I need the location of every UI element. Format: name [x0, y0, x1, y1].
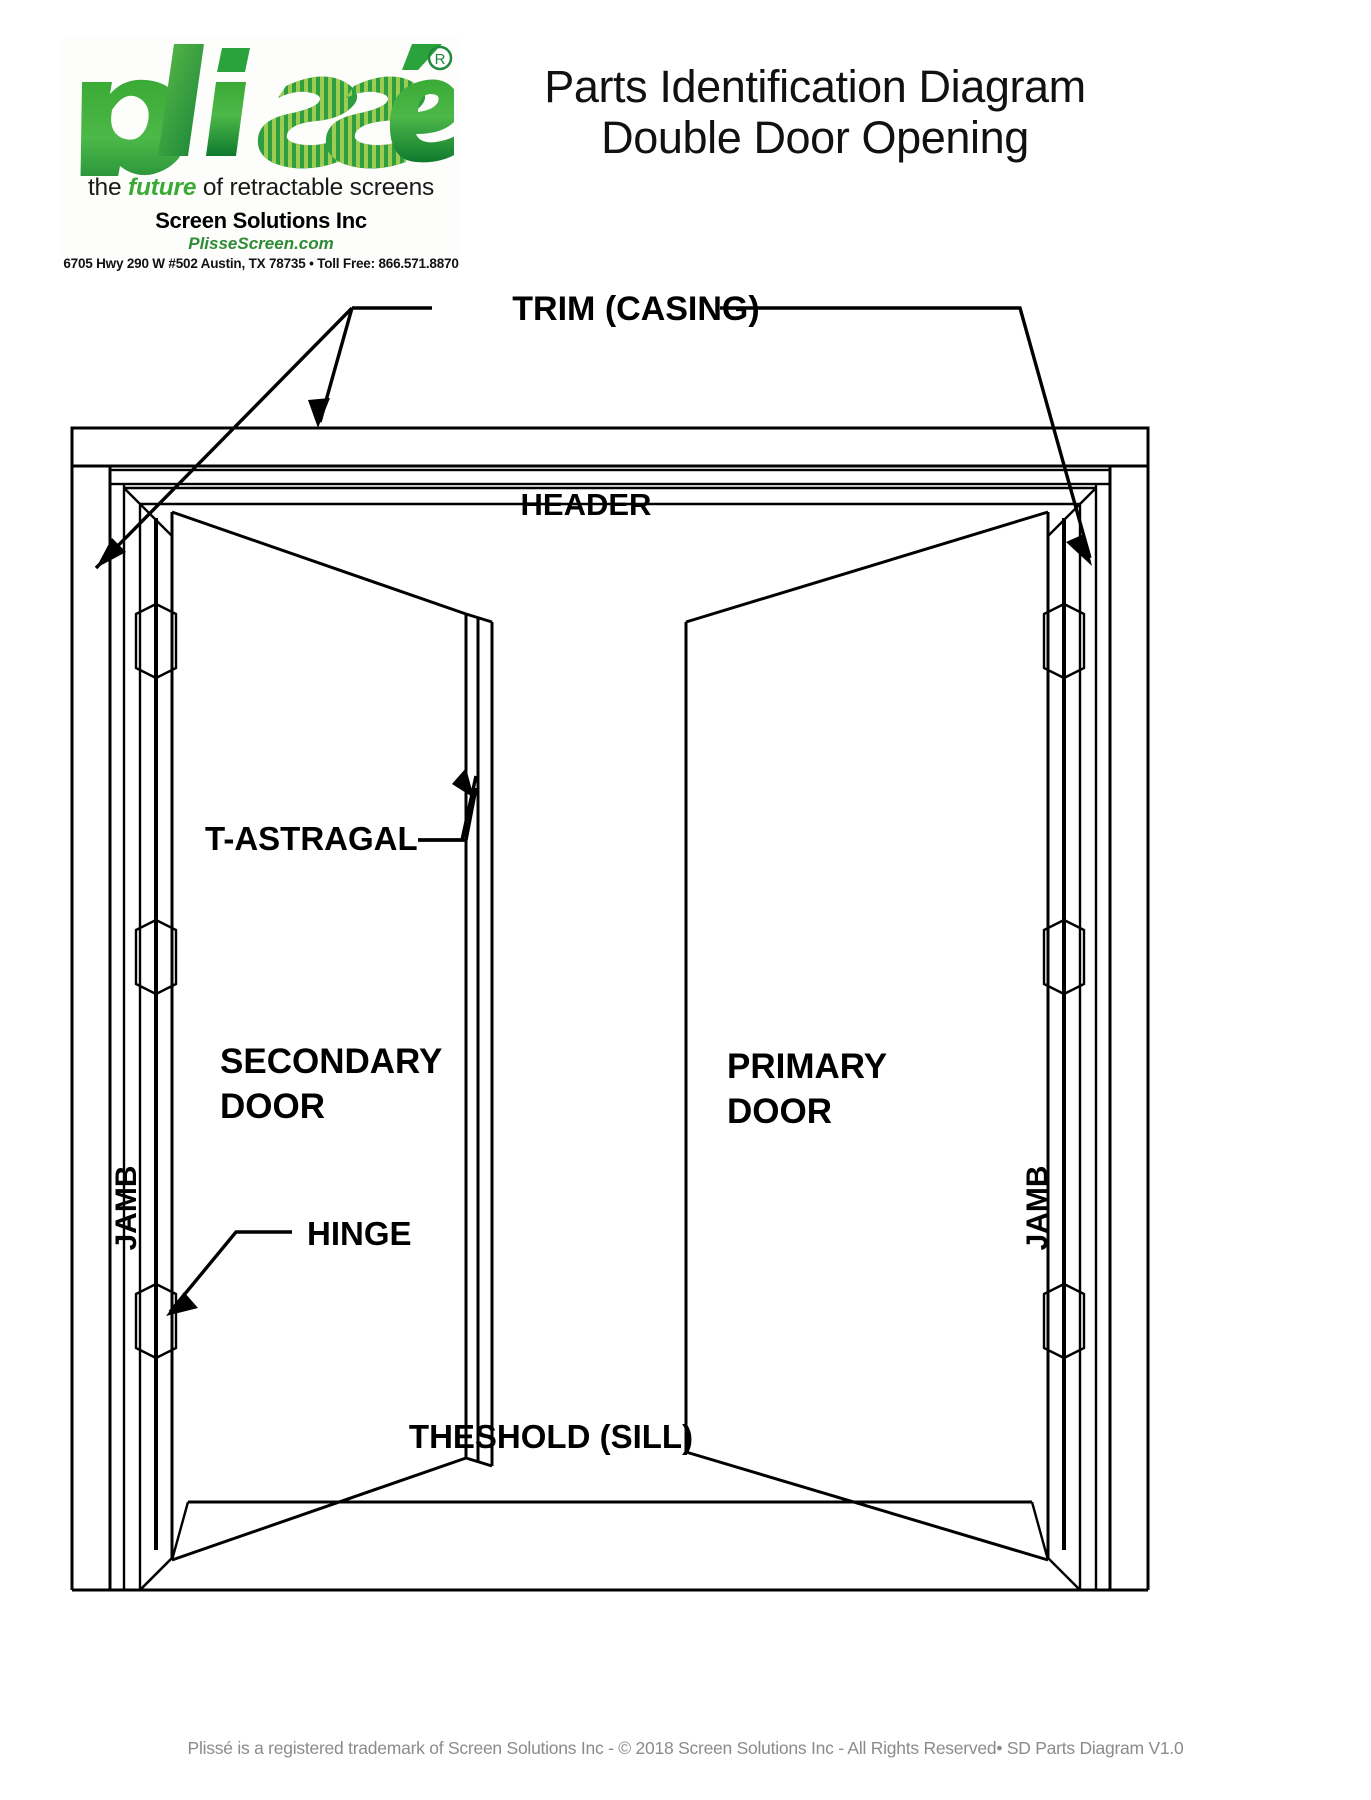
jamb-header-frame [108, 468, 1112, 1590]
hinge-left-bottom-icon [134, 1282, 178, 1360]
hinge-left-top-icon [134, 602, 178, 680]
primary-door-shape [684, 503, 1081, 1591]
brand-logo: R the future of retractable screens Scre… [62, 38, 460, 271]
brand-company-name: Screen Solutions Inc [155, 208, 367, 233]
leader-trim-right [720, 306, 1092, 566]
parts-diagram: TRIM (CASING) HEADER T-ASTRAGAL SECONDAR… [0, 270, 1371, 1690]
label-primary-door-line2: DOOR [727, 1092, 832, 1131]
page-footer: Plissé is a registered trademark of Scre… [187, 1738, 1184, 1758]
label-header: HEADER [521, 487, 652, 522]
door-diagram-svg: TRIM (CASING) HEADER T-ASTRAGAL SECONDAR… [70, 290, 1150, 1592]
plisse-wordmark-icon: R [80, 44, 454, 176]
label-primary-door-line1: PRIMARY [727, 1047, 887, 1086]
page-header: R the future of retractable screens Scre… [0, 0, 1371, 300]
leader-trim-left-inner [308, 307, 354, 428]
label-threshold-sill: THESHOLD (SILL) [409, 1418, 693, 1455]
hinge-right-bottom-icon [1042, 1282, 1086, 1360]
hinge-right-top-icon [1042, 602, 1086, 680]
leader-hinge [166, 1230, 292, 1316]
label-jamb-right: JAMB [1021, 1165, 1054, 1250]
label-hinge: HINGE [307, 1215, 412, 1252]
secondary-door-shape [139, 503, 494, 1591]
leader-trim-left-outer [94, 306, 354, 570]
brand-tagline: the future of retractable screens [62, 174, 460, 202]
brand-website[interactable]: PlisseScreen.com [188, 234, 334, 253]
label-trim-casing: TRIM (CASING) [512, 290, 759, 328]
page-title-subtitle: Double Door Opening [601, 111, 1029, 163]
trim-casing-shape [70, 426, 1150, 1592]
svg-text:R: R [435, 51, 446, 68]
leader-t-astragal [418, 768, 478, 842]
hinge-left-middle-icon [134, 918, 178, 996]
label-jamb-left: JAMB [110, 1165, 143, 1250]
hinge-right-middle-icon [1042, 918, 1086, 996]
label-secondary-door-line1: SECONDARY [220, 1042, 442, 1081]
tagline-after: of retractable screens [196, 174, 435, 201]
page-title-line1: Parts Identification Diagram [544, 61, 1086, 112]
threshold-sill-shape [139, 1500, 1050, 1591]
brand-address: 6705 Hwy 290 W #502 Austin, TX 78735 • T… [63, 256, 459, 271]
label-secondary-door-line2: DOOR [220, 1087, 325, 1126]
tagline-highlight: future [128, 174, 197, 201]
tagline-before: the [87, 174, 129, 201]
label-t-astragal: T-ASTRAGAL [205, 820, 418, 857]
page-title: Parts Identification Diagram Double Door… [470, 61, 1160, 164]
